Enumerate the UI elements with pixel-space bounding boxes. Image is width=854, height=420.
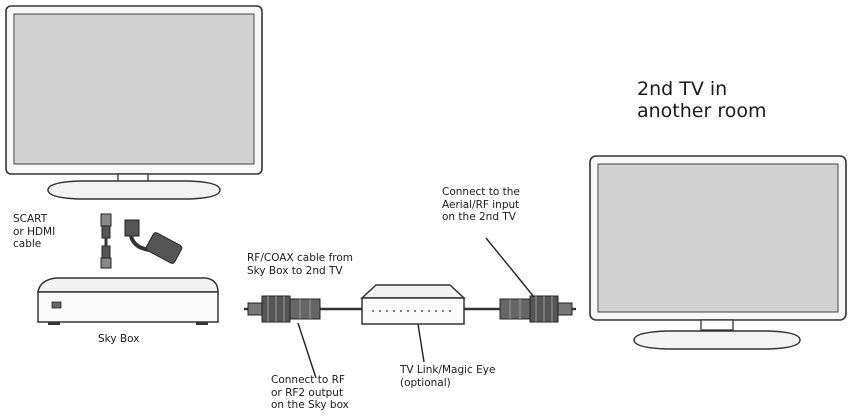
pointer-tv-link: [417, 323, 425, 363]
main-tv-screen: [13, 13, 255, 165]
tv-link-label: TV Link/Magic Eye (optional): [400, 364, 496, 389]
aerial-input-label: Connect to the Aerial/RF input on the 2n…: [442, 186, 520, 223]
rf-plug-left: [247, 295, 321, 323]
rf-plug-right: [499, 295, 573, 323]
scart-hdmi-cables: [100, 213, 183, 269]
second-tv: [589, 155, 847, 350]
second-tv-label: 2nd TV in another room: [637, 78, 767, 122]
main-tv: [5, 5, 263, 200]
pointer-rf-output: [297, 322, 317, 379]
sky-box-device: [37, 277, 219, 325]
pointer-aerial-input: [485, 237, 535, 298]
rf-cable-label: RF/COAX cable from Sky Box to 2nd TV: [247, 252, 354, 277]
scart-hdmi-label: SCART or HDMI cable: [13, 213, 56, 250]
tv-link-device: [360, 284, 466, 325]
rf-output-label: Connect to RF or RF2 output on the Sky b…: [271, 374, 349, 411]
main-tv-stand: [47, 180, 221, 200]
sky-box-label: Sky Box: [98, 333, 140, 345]
